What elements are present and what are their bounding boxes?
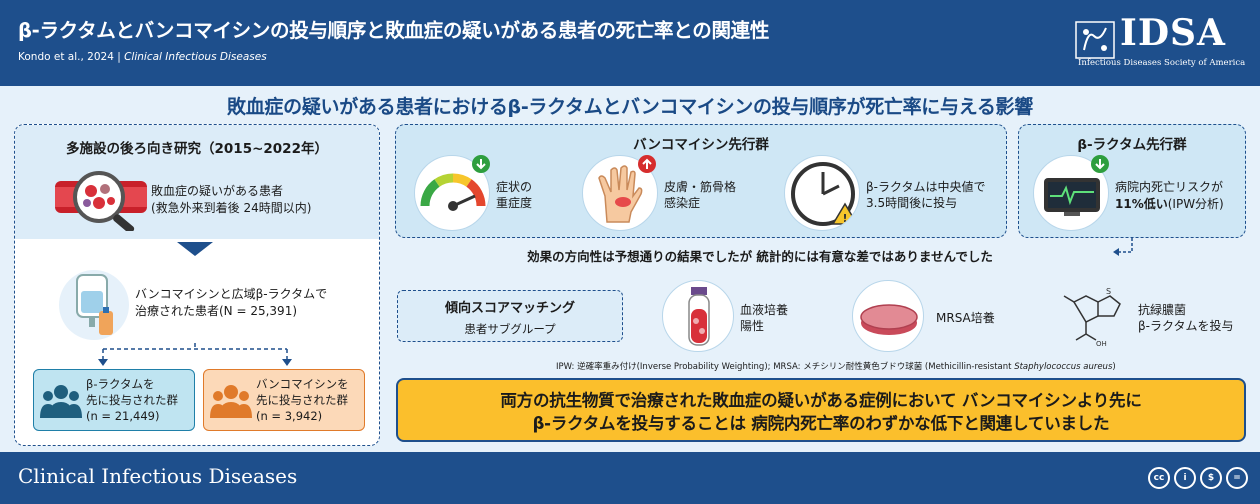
propensity-score-matching-box: 傾向スコアマッチング 患者サブグループ — [397, 290, 623, 342]
blood-culture-tube-icon — [662, 280, 734, 352]
arrow-down-icon — [472, 155, 490, 173]
arrow-down-icon — [1091, 155, 1109, 173]
conclusion-text: 両方の抗生物質で治療された敗血症の疑いがある症例において バンコマイシンより先に… — [500, 391, 1142, 433]
blood-culture-label: 血液培養 陽性 — [740, 303, 789, 333]
timing-label: β-ラクタムは中央値で 3.5時間後に投与 — [866, 180, 986, 210]
mortality-risk-label: 病院内死亡リスクが 11%低い(IPW分析) — [1115, 180, 1224, 211]
beta-lactam-first-panel: β-ラクタム先行群 病院内死亡リスクが 11%低い(IPW分析) — [1018, 124, 1246, 238]
conclusion-box: 両方の抗生物質で治療された敗血症の疑いがある症例において バンコマイシンより先に… — [396, 378, 1246, 442]
journal-name[interactable]: Clinical Infectious Diseases — [18, 464, 298, 488]
svg-text:!: ! — [842, 212, 847, 225]
iv-bag-icon — [59, 270, 129, 340]
population-description: 敗血症の疑いがある患者 (救急外来到着後 24時間以内) — [151, 184, 312, 215]
people-group-icon — [40, 385, 82, 418]
infographic-title: β-ラクタムとバンコマイシンの投与順序と敗血症の疑いがある患者の死亡率との関連性 — [18, 19, 770, 42]
split-arrow-icon — [98, 343, 292, 366]
idsa-logo-subtitle: Infectious Diseases Society of America — [1078, 58, 1246, 68]
svg-text:OH: OH — [1096, 340, 1107, 348]
vancomycin-first-title: バンコマイシン先行群 — [633, 137, 769, 153]
severity-label: 症状の 重症度 — [496, 180, 533, 210]
beta-lactam-first-group: β-ラクタムを 先に投与された群 (n = 21,449) — [33, 369, 195, 431]
by-icon[interactable]: i — [1174, 467, 1196, 489]
header-bar: β-ラクタムとバンコマイシンの投与順序と敗血症の疑いがある患者の死亡率との関連性… — [0, 0, 1260, 86]
treated-patients: バンコマイシンと広域β-ラクタムで 治療された患者(N = 25,391) — [135, 287, 328, 318]
petri-dish-icon — [852, 280, 924, 352]
abbreviation-note: IPW: 逆確率重み付け(Inverse Probability Weighti… — [556, 362, 1116, 372]
clock-warning-icon: ! — [784, 155, 860, 231]
idsa-logo[interactable]: IDSA Infectious Diseases Society of Amer… — [1074, 12, 1246, 72]
psm-subtitle: 患者サブグループ — [464, 322, 556, 336]
arrow-up-icon — [638, 155, 656, 173]
vancomycin-first-group: バンコマイシンを 先に投与された群 (n = 3,942) — [203, 369, 365, 431]
citation: Kondo et al., 2024 | Clinical Infectious… — [18, 51, 267, 63]
infection-label: 皮膚・筋骨格 感染症 — [664, 180, 737, 210]
dashed-connector-arrow-icon — [1113, 238, 1133, 256]
study-population-section: 多施設の後ろ向き研究（2015~2022年） 敗血症の疑いがある患者 (救急外来… — [15, 125, 379, 239]
psm-title: 傾向スコアマッチング — [444, 301, 575, 316]
flow-arrow-icon — [177, 242, 213, 256]
nc-icon[interactable]: $ — [1200, 467, 1222, 489]
study-design-panel: 多施設の後ろ向き研究（2015~2022年） 敗血症の疑いがある患者 (救急外来… — [14, 124, 380, 446]
vancomycin-first-panel: バンコマイシン先行群 症状の 重症度 皮膚・筋骨格 感染症 — [395, 124, 1007, 238]
anti-pseudomonal-label: 抗緑膿菌 β-ラクタムを投与 — [1138, 303, 1234, 333]
main-heading: 敗血症の疑いがある患者におけるβ-ラクタムとバンコマイシンの投与順序が死亡率に与… — [227, 96, 1033, 118]
svg-text:S: S — [1106, 287, 1111, 296]
effect-direction-text: 効果の方向性は予想通りの結果でしたが 統計的には有意な差ではありませんでした — [527, 249, 993, 264]
hand-infection-icon — [582, 155, 658, 231]
people-group-icon — [210, 385, 252, 418]
study-title: 多施設の後ろ向き研究（2015~2022年） — [66, 141, 328, 157]
blood-vessel-magnifier-icon — [55, 171, 147, 231]
beta-lactam-first-title: β-ラクタム先行群 — [1077, 137, 1187, 153]
nd-icon[interactable]: = — [1226, 467, 1248, 489]
idsa-emblem-icon — [1075, 21, 1115, 59]
mrsa-culture-label: MRSA培養 — [936, 311, 995, 325]
footer-bar: Clinical Infectious Diseases cc i $ = — [0, 452, 1260, 504]
beta-lactam-structure-icon: S OH — [1063, 287, 1121, 348]
cc-icon[interactable]: cc — [1148, 467, 1170, 489]
idsa-logo-text: IDSA — [1120, 12, 1226, 54]
